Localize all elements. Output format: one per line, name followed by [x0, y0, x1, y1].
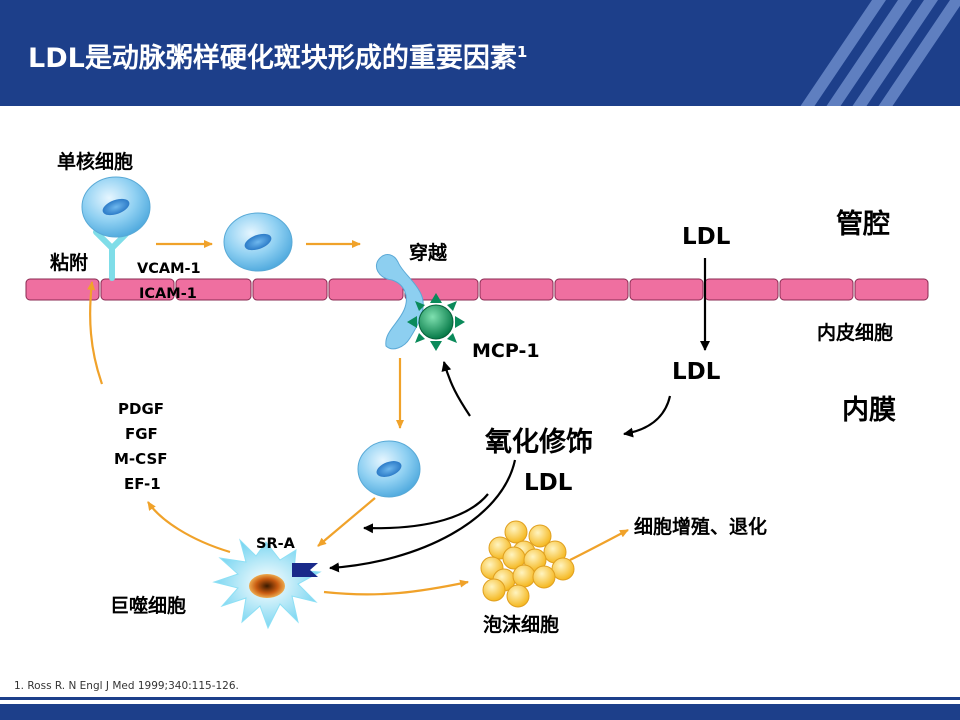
- arrow-macrophage-to-foam: [323, 579, 469, 596]
- endothelial-cell: [328, 278, 404, 301]
- endothelial-cell: [704, 278, 779, 301]
- monocyte-icon: [81, 176, 151, 238]
- arrow-macrophage-to-growth-factors: [147, 501, 231, 554]
- ldl-intima-label: LDL: [672, 359, 721, 385]
- arrow-oxldl-to-mcp: [441, 361, 471, 417]
- reference-citation: 1. Ross R. N Engl J Med 1999;340:115-126…: [14, 680, 239, 692]
- black-arrows: [329, 258, 710, 573]
- endothelial-cell: [25, 278, 100, 301]
- adhesion-label: 粘附: [50, 251, 88, 274]
- adhesion-receptor-icon: [93, 229, 131, 281]
- endothelial-cell: [252, 278, 328, 301]
- macrophage-icon: [212, 538, 322, 630]
- arrow-foam-to-proliferation: [569, 529, 629, 561]
- arrow-oxldl-to-sra: [329, 459, 517, 573]
- monocyte-icon: [223, 212, 293, 272]
- chemokine-icon: [407, 293, 465, 351]
- vcam-label: VCAM-1: [137, 261, 201, 277]
- endothelial-cell: [779, 278, 854, 301]
- slide-title: LDL是动脉粥样硬化斑块形成的重要因素1: [28, 43, 528, 74]
- arrow-ldl-oxidation: [623, 395, 672, 438]
- arrow-oxldl-to-monocyte: [363, 493, 489, 534]
- oxidized-modification-label: 氧化修饰: [484, 427, 593, 458]
- endothelial-cell: [629, 278, 704, 301]
- endothelium-layer: [25, 278, 929, 301]
- endothelial-cell-label: 内皮细胞: [817, 321, 893, 344]
- growth-factor-ef1: EF-1: [124, 475, 161, 493]
- foam-cell-icon: [480, 520, 575, 608]
- mcp-label: MCP-1: [472, 340, 540, 362]
- macrophage-label: 巨噬细胞: [110, 594, 186, 617]
- monocyte-icon: [357, 440, 421, 498]
- footer-bar: [0, 704, 960, 720]
- endothelial-cell: [554, 278, 629, 301]
- oxidized-ldl-label: LDL: [524, 470, 573, 496]
- icam-label: ICAM-1: [139, 286, 197, 302]
- footer-line: [0, 697, 960, 700]
- growth-factor-mcsf: M-CSF: [114, 450, 168, 468]
- growth-factor-pdgf: PDGF: [118, 400, 164, 418]
- sra-label: SR-A: [256, 536, 296, 552]
- transmigration-label: 穿越: [409, 241, 448, 264]
- foam-cell-label: 泡沫细胞: [483, 613, 559, 636]
- endothelial-cell: [175, 278, 252, 301]
- monocyte-label: 单核细胞: [57, 150, 133, 173]
- proliferation-label: 细胞增殖、退化: [634, 515, 767, 538]
- endothelial-cell: [479, 278, 554, 301]
- endothelial-cell: [100, 278, 175, 301]
- ldl-lumen-label: LDL: [682, 224, 731, 250]
- lumen-label: 管腔: [836, 209, 890, 240]
- arrow-to-macrophage: [317, 497, 376, 547]
- header-bar: LDL是动脉粥样硬化斑块形成的重要因素1: [0, 0, 960, 106]
- transmigrating-monocyte-icon: [376, 254, 424, 350]
- endothelial-cell: [854, 278, 929, 301]
- arrow-growth-factors-to-adhesion: [87, 281, 104, 385]
- orange-arrows: [87, 240, 629, 596]
- scavenger-receptor-icon: [292, 563, 318, 577]
- intima-label: 内膜: [842, 395, 896, 426]
- growth-factor-fgf: FGF: [125, 425, 158, 443]
